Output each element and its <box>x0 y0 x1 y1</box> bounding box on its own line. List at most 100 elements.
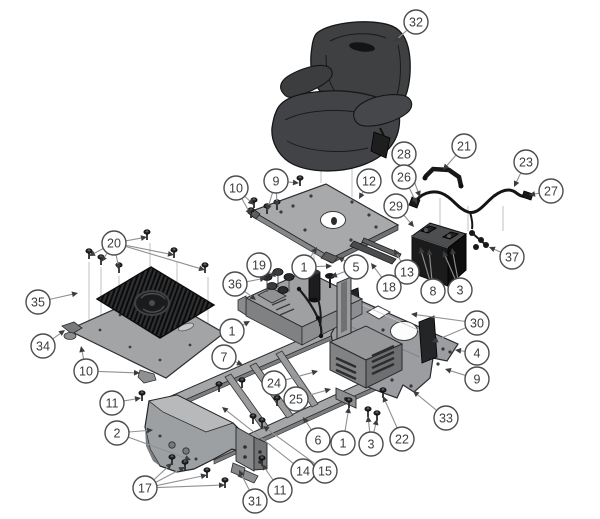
seat-mount-plate <box>247 183 402 265</box>
callout-number: 7 <box>221 351 228 365</box>
callout-number: 35 <box>31 296 45 310</box>
leader-line <box>437 327 467 341</box>
callout-1: 1 <box>291 254 317 280</box>
plate-corner-foot <box>61 321 83 335</box>
leader-arrowhead <box>455 347 462 354</box>
console-side <box>365 343 403 389</box>
callout-14: 14 <box>290 458 316 484</box>
leader-arrowhead <box>198 265 205 272</box>
leader-line <box>103 252 108 258</box>
leader-arrowhead <box>394 35 401 42</box>
callout-number: 1 <box>340 437 347 451</box>
leader-line <box>156 484 220 489</box>
plate-corner-bracket-bottom <box>320 251 339 264</box>
callout-number: 2 <box>114 427 121 441</box>
leader-arrowhead <box>311 247 317 254</box>
callout-number: 4 <box>474 347 481 361</box>
leader-arrowhead <box>426 249 433 256</box>
leader-line <box>241 198 249 211</box>
callout-8: 8 <box>420 278 446 304</box>
leader-line <box>128 429 148 433</box>
leader-arrowhead <box>236 359 243 366</box>
callout-number: 3 <box>368 438 375 452</box>
leader-arrowhead <box>273 200 280 207</box>
leader-arrowhead <box>243 321 250 327</box>
leader-line <box>128 436 186 459</box>
callout-30: 30 <box>464 310 490 336</box>
callout-33: 33 <box>433 405 459 431</box>
callout-number: 3 <box>457 284 464 298</box>
leader-arrowhead <box>71 291 78 298</box>
leader-arrowhead <box>311 369 318 376</box>
leader-line <box>408 187 415 199</box>
callout-10: 10 <box>73 358 99 384</box>
callout-1: 1 <box>330 430 356 456</box>
cable-clamps <box>469 230 489 250</box>
seat-handle-slot <box>349 42 375 52</box>
seat-armrest-right <box>353 94 413 127</box>
leader-line <box>97 370 135 374</box>
leader-line <box>49 293 73 300</box>
leader-line <box>267 429 316 465</box>
callout-number: 10 <box>79 365 93 379</box>
leader-arrowhead <box>146 427 153 434</box>
callout-number: 10 <box>229 182 243 196</box>
bumper-hole <box>168 441 176 449</box>
callout-31: 31 <box>242 488 268 514</box>
callout-number: 31 <box>248 495 262 509</box>
leader-arrowhead <box>371 263 377 270</box>
callout-number: 20 <box>107 237 121 251</box>
leader-line <box>373 424 377 433</box>
callout-26: 26 <box>391 164 417 190</box>
callout-17: 17 <box>132 475 158 501</box>
leader-line <box>368 421 371 433</box>
leader-arrowhead <box>239 470 245 477</box>
leader-line <box>452 253 459 279</box>
leader-arrowhead <box>513 180 520 187</box>
leader-line <box>226 410 294 464</box>
harness-elbow <box>408 196 421 209</box>
callout-number: 29 <box>389 200 403 214</box>
leader-line <box>285 372 313 381</box>
leader-line <box>307 390 326 397</box>
callout-6: 6 <box>305 427 331 453</box>
callout-34: 34 <box>30 333 56 359</box>
leader-arrowhead <box>263 426 270 432</box>
callout-27: 27 <box>538 178 564 204</box>
leader-line <box>115 254 119 265</box>
callout-20: 20 <box>101 230 127 256</box>
leader-arrowhead <box>115 263 121 270</box>
deck-black-bracket <box>418 315 438 364</box>
callout-24: 24 <box>261 370 287 396</box>
callout-32: 32 <box>403 9 429 35</box>
leader-arrowhead <box>222 407 229 413</box>
leader-arrowhead <box>411 197 418 204</box>
callout-number: 30 <box>470 317 484 331</box>
deck-round-hole <box>390 321 418 341</box>
leader-line <box>403 214 411 223</box>
callout-number: 26 <box>397 171 411 185</box>
leader-line <box>494 248 502 253</box>
leader-line <box>94 248 104 254</box>
leader-line <box>125 237 142 242</box>
callout-number: 1 <box>229 325 236 339</box>
leader-arrowhead <box>365 416 372 423</box>
platform-ear-bracket <box>237 295 247 316</box>
leader-line <box>421 252 431 280</box>
callout-number: 13 <box>400 266 414 280</box>
bumper-hole <box>182 447 190 455</box>
leader-line <box>244 290 252 297</box>
leader-line <box>446 154 457 166</box>
callout-number: 25 <box>289 393 303 407</box>
leader-arrowhead <box>79 346 86 353</box>
leader-line <box>305 421 312 431</box>
leader-arrowhead <box>529 191 536 197</box>
leader-lines-layer <box>49 29 540 491</box>
leader-line <box>516 172 522 182</box>
leader-line <box>374 267 383 278</box>
leader-line <box>450 370 466 376</box>
cap-knob <box>325 273 335 279</box>
leader-arrowhead <box>331 272 338 278</box>
seat-slide-rail <box>349 240 397 265</box>
